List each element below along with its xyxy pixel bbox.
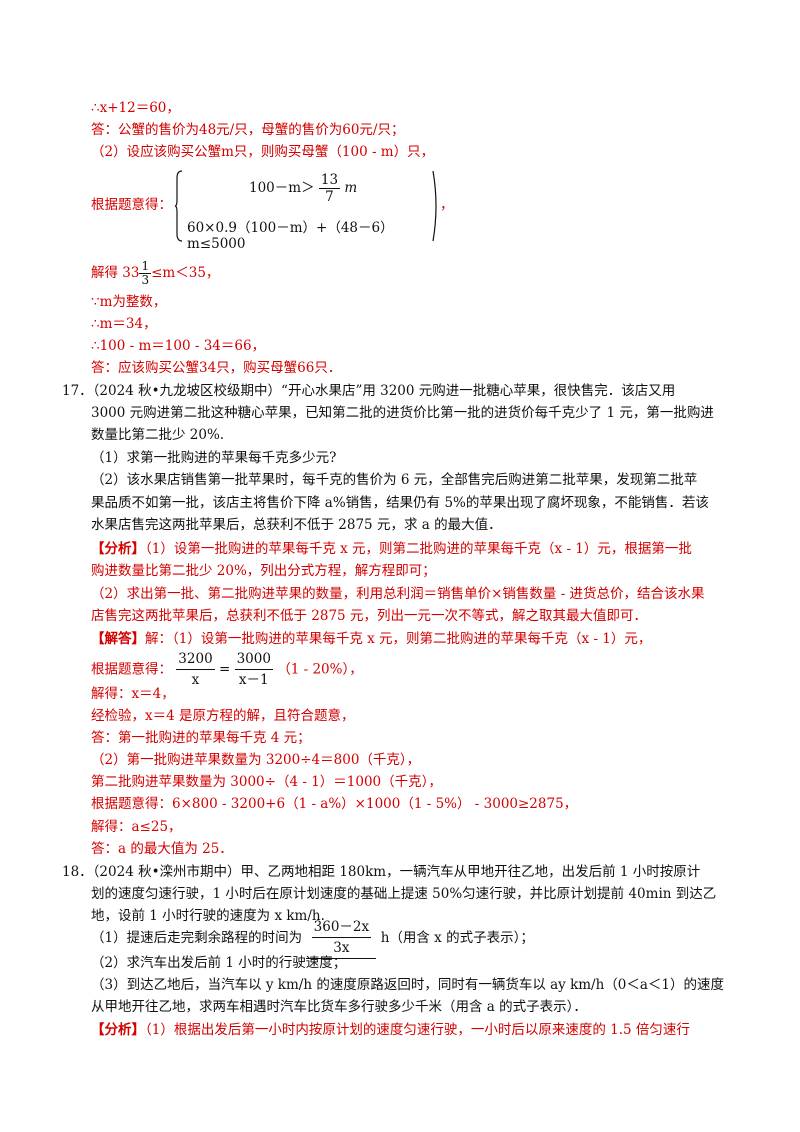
answer-line: 经检验，x＝4 是原方程的解，且符合题意， bbox=[91, 708, 355, 724]
solution-line: ∵m为整数， bbox=[91, 294, 167, 310]
analysis-line: 购进数量比第二批少 20%，列出分式方程，解方程即可； bbox=[91, 563, 436, 579]
question-18-part: （2）求汽车出发后前 1 小时的行驶速度； bbox=[91, 955, 347, 971]
solution-line: 答：应该购买公蟹34只，购买母蟹66只． bbox=[91, 360, 342, 376]
question-18-part: （3）到达乙地后，当汽车以 y km/h 的速度原路返回时，同时有一辆货车以 a… bbox=[91, 977, 725, 993]
question-17-text: 17．（2024 秋•九龙坡区校级期中）“开心水果店”用 3200 元购进一批糖… bbox=[62, 383, 676, 399]
comma: ， bbox=[440, 197, 454, 213]
question-18-part: 从甲地开往乙地，求两车相遇时汽车比货车多行驶多少千米（用含 a 的式子表示）． bbox=[91, 999, 587, 1015]
answer-line: 解得：a≤25， bbox=[91, 819, 182, 835]
question-17-part: 果品质不如第一批，该店主将售价下降 a%销售，结果仍有 5%的苹果出现了腐坏现象… bbox=[91, 495, 709, 511]
answer-tag: 【解答】 bbox=[91, 631, 145, 647]
question-18-text: 划的速度匀速行驶，1 小时后在原计划速度的基础上提速 50%匀速行驶，并比原计划… bbox=[91, 886, 717, 902]
question-17-part: 水果店售完这两批苹果后，总获利不低于 2875 元，求 a 的最大值． bbox=[91, 517, 502, 533]
inequality-system: 100－m＞ 13 7 m 60×0.9（100－m）+（48－6）m≤5000 bbox=[175, 170, 440, 252]
question-17-text: 3000 元购进第二批这种糖心苹果，已知第二批的进货价比第一批的进货价每千克少了… bbox=[91, 405, 714, 421]
answer-line: 解得：x＝4， bbox=[91, 686, 175, 702]
answer-line: 根据题意得：6×800 - 3200+6（1 - a%）×1000（1 - 5%… bbox=[91, 796, 578, 812]
inequality-2: 60×0.9（100－m）+（48－6）m≤5000 bbox=[187, 220, 394, 252]
analysis-line: 【分析】（1）设第一批购进的苹果每千克 x 元，则第二批购进的苹果每千克（x -… bbox=[91, 541, 692, 557]
question-17-text: 数量比第二批少 20%. bbox=[91, 427, 225, 443]
solution-line: 根据题意得： bbox=[91, 197, 172, 213]
answer-line: 答：a 的最大值为 25． bbox=[91, 841, 233, 857]
question-17-part: （1）求第一批购进的苹果每千克多少元? bbox=[91, 450, 337, 466]
analysis-tag: 【分析】 bbox=[91, 541, 145, 557]
question-17-part: （2）该水果店销售第一批苹果时，每千克的售价为 6 元，全部售完后购进第二批苹果… bbox=[91, 472, 698, 488]
analysis-line: （2）求出第一批、第二批购进苹果的数量，利用总利润＝销售单价×销售数量 - 进货… bbox=[91, 586, 705, 602]
answer-line: 答：第一批购进的苹果每千克 4 元； bbox=[91, 730, 311, 746]
solution-line: ∴x+12＝60， bbox=[91, 100, 180, 116]
inequality-1: 100－m＞ 13 7 m bbox=[249, 172, 358, 205]
answer-line: （2）第一批购进苹果数量为 3200÷4＝800（千克）， bbox=[91, 752, 421, 768]
question-18-text: 地，设前 1 小时行驶的速度为 x km/h. bbox=[91, 908, 325, 924]
analysis-line: 店售完这两批苹果后，总获利不低于 2875 元，列出一元一次不等式，解之取其最大… bbox=[91, 608, 647, 624]
analysis-tag: 【分析】 bbox=[91, 1022, 145, 1038]
answer-line: 【解答】解：（1）设第一批购进的苹果每千克 x 元，则第二批购进的苹果每千克（x… bbox=[91, 631, 652, 647]
solution-line: ∴m＝34， bbox=[91, 316, 157, 332]
question-18-text: 18．（2024 秋•滦州市期中）甲、乙两地相距 180km，一辆汽车从甲地开往… bbox=[62, 864, 701, 880]
solution-line: ∴100 - m＝100 - 34＝66， bbox=[91, 338, 266, 354]
fraction: 13 7 bbox=[318, 172, 341, 205]
solution-line: （2）设应该购买公蟹m只，则购买母蟹（100 - m）只， bbox=[91, 144, 435, 160]
solution-line: 答：公蟹的售价为48元/只，母蟹的售价为60元/只； bbox=[91, 122, 405, 138]
right-paren-icon bbox=[432, 170, 437, 242]
left-brace-icon bbox=[175, 170, 183, 242]
analysis-line: 【分析】（1）根据出发后第一小时内按原计划的速度匀速行驶，一小时后以原来速度的 … bbox=[91, 1022, 690, 1038]
answer-line: 第二批购进苹果数量为 3000÷（4 - 1）＝1000（千克）， bbox=[91, 774, 442, 790]
